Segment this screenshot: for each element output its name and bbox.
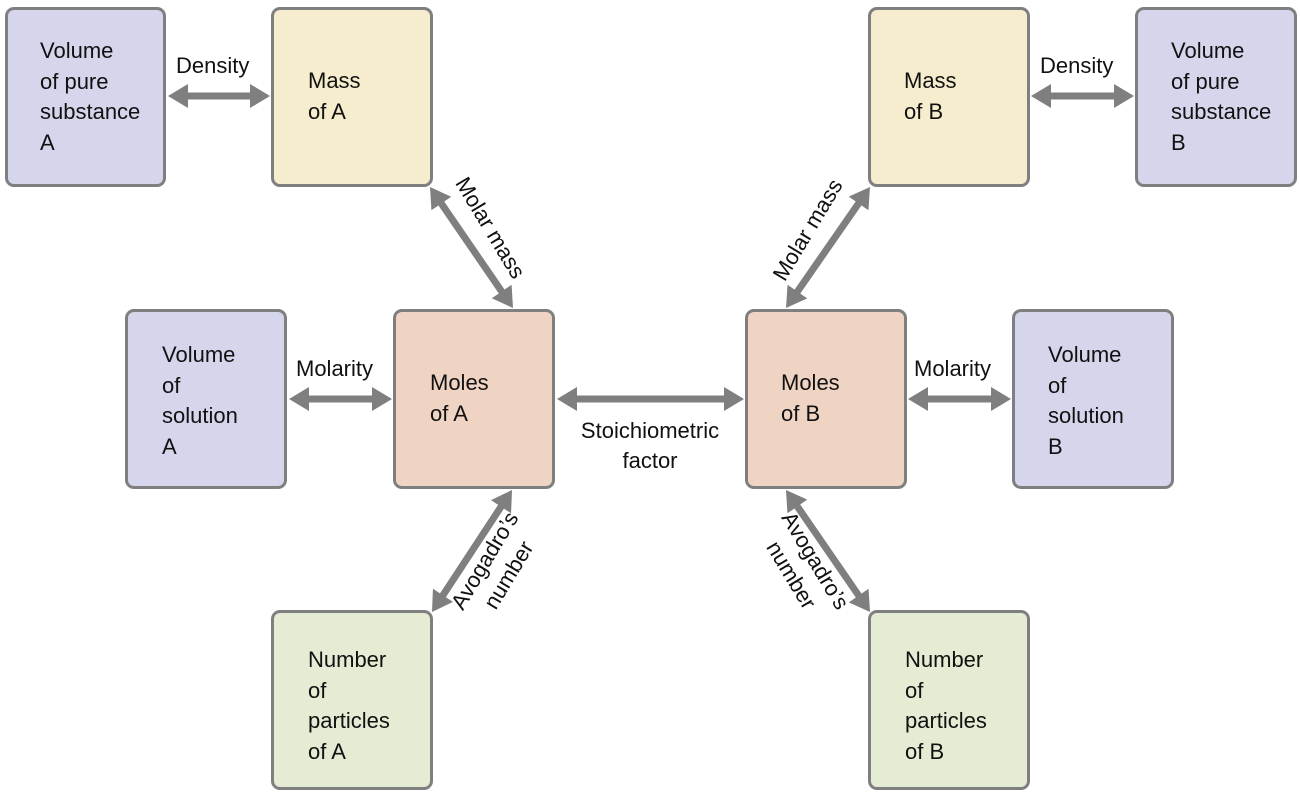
molarity-a-arrow — [289, 387, 392, 411]
density-a-arrow — [168, 84, 270, 108]
mass-b-label: Mass of B — [904, 68, 957, 124]
avogadro-a-arrow — [432, 490, 512, 612]
moles-a-box: Moles of A — [393, 309, 555, 489]
density-b-label: Density — [1040, 53, 1114, 78]
volume-pure-substance-b-label: Volume of pure substance B — [1171, 38, 1272, 155]
volume-pure-substance-b-box: Volume of pure substance B — [1135, 7, 1297, 187]
volume-pure-substance-a-box: Volume of pure substance A — [5, 7, 166, 187]
stoichiometric-factor-label: Stoichiometric factor — [580, 418, 720, 473]
volume-solution-a-label: Volume of solution A — [162, 342, 238, 459]
molar-mass-a-arrow — [430, 187, 513, 308]
density-b-arrow — [1031, 84, 1134, 108]
density-a-label: Density — [176, 53, 250, 78]
moles-a-label: Moles of A — [430, 370, 489, 426]
volume-solution-b-label: Volume of solution B — [1048, 342, 1124, 459]
avogadro-b-arrow — [786, 490, 870, 612]
mass-b-box: Mass of B — [868, 7, 1030, 187]
particles-b-label: Number of particles of B — [905, 647, 987, 764]
mass-a-box: Mass of A — [271, 7, 433, 187]
volume-solution-b-box: Volume of solution B — [1012, 309, 1174, 489]
moles-b-box: Moles of B — [745, 309, 907, 489]
molarity-a-label: Molarity — [296, 356, 374, 381]
volume-solution-a-box: Volume of solution A — [125, 309, 287, 489]
molarity-b-label: Molarity — [914, 356, 992, 381]
volume-pure-substance-a-label: Volume of pure substance A — [40, 38, 141, 155]
molarity-b-arrow — [908, 387, 1011, 411]
particles-b-box: Number of particles of B — [868, 610, 1030, 790]
moles-b-label: Moles of B — [781, 370, 840, 426]
stoichiometric-arrow — [557, 387, 744, 411]
particles-a-label: Number of particles of A — [308, 647, 390, 764]
particles-a-box: Number of particles of A — [271, 610, 433, 790]
mass-a-label: Mass of A — [308, 68, 361, 124]
molar-mass-b-arrow — [786, 187, 870, 308]
